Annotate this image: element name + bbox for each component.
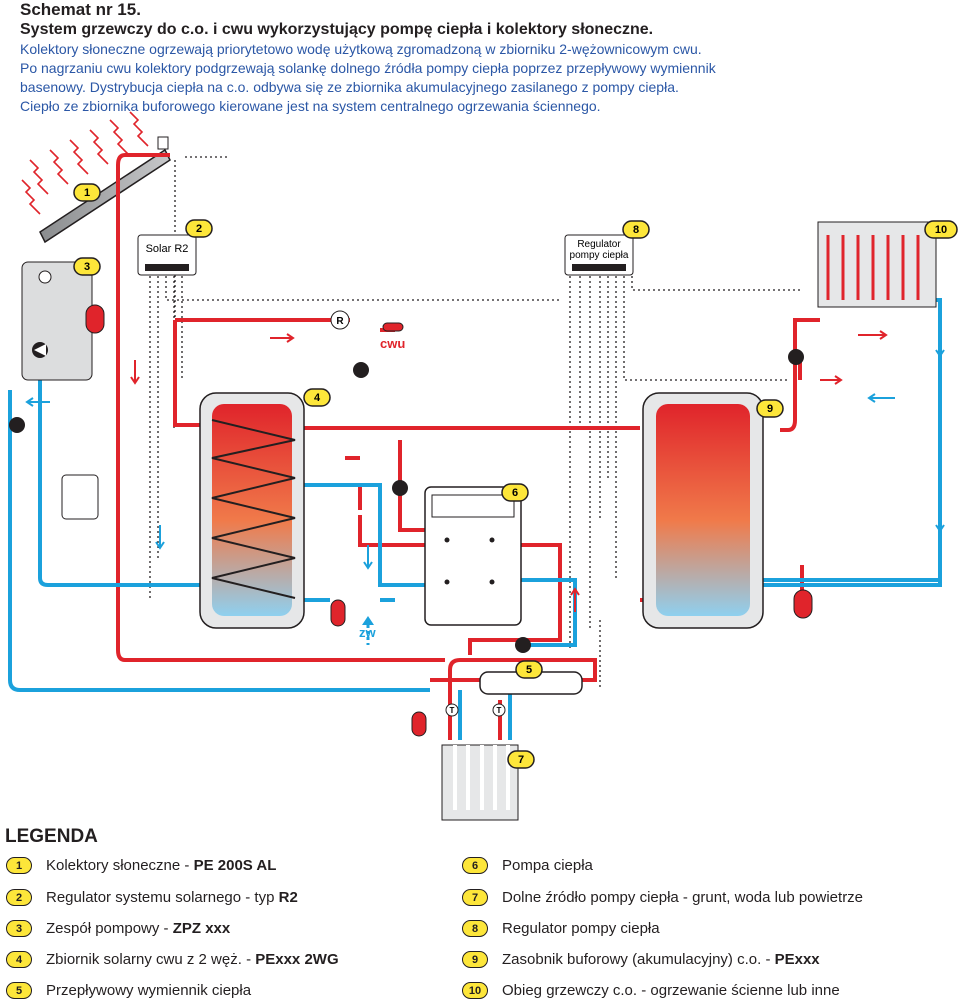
scheme-number: Schemat nr 15. [20,0,141,19]
legend-number: 3 [6,920,32,937]
temperature-sensor-label: T [450,706,455,715]
flow-arrows [25,330,945,612]
legend-number: 9 [462,951,488,968]
svg-text:10: 10 [935,224,947,236]
legend-item: 4 Zbiornik solarny cwu z 2 węż. - PExxx … [6,951,339,968]
svg-text:8: 8 [633,224,639,236]
svg-text:3: 3 [84,261,90,273]
hot-water-label: cwu [380,336,405,351]
legend-item: 3 Zespół pompowy - ZPZ xxx [6,920,230,937]
recirculation-label: R [336,316,344,327]
legend-item: 9 Zasobnik buforowy (akumulacyjny) c.o. … [462,951,820,968]
regulator-label-line1: Regulator [577,239,621,250]
legend-text: Obieg grzewczy c.o. - ogrzewanie ścienne… [502,982,840,999]
badge-4: 4 [303,388,331,407]
legend-text: Dolne źródło pompy ciepła - grunt, woda … [502,889,864,906]
pump-group-3 [21,261,105,520]
legend-title: LEGENDA [5,826,98,847]
heat-pump-regulator: Regulator pompy ciepła [564,234,634,276]
temperature-sensor-label: T [497,706,502,715]
legend-number: 7 [462,889,488,906]
legend-number: 1 [6,857,32,874]
scheme-description: Kolektory słoneczne ogrzewają prioryteto… [20,40,950,116]
badge-7: 7 [507,750,535,769]
svg-text:1: 1 [84,187,90,199]
legend-number: 4 [6,951,32,968]
legend-item: 10 Obieg grzewczy c.o. - ogrzewanie ście… [462,982,840,999]
circulation-pumps [9,349,804,653]
badge-3: 3 [73,257,101,276]
legend-item: 6 Pompa ciepła [462,857,593,874]
hot-pipes [116,153,820,740]
legend-text: Regulator systemu solarnego - typ R2 [46,889,298,906]
legend-text: Pompa ciepła [502,857,593,874]
svg-text:7: 7 [518,754,524,766]
system-diagram: Solar R2 Regulator pompy ciepła [8,111,958,821]
svg-text:2: 2 [196,223,202,235]
legend-number: 6 [462,857,488,874]
badge-6: 6 [501,483,529,502]
description-line: Ciepło ze zbiornika buforowego kierowane… [20,98,601,114]
legend-text: Regulator pompy ciepła [502,920,660,937]
badge-2: 2 [185,219,213,238]
solar-controller: Solar R2 [137,234,197,276]
badge-10: 10 [924,220,958,239]
sun-rays [21,111,149,215]
expansion-vessels [330,322,813,737]
legend-item: 7 Dolne źródło pompy ciepła - grunt, wod… [462,889,863,906]
cold-pipes [8,298,942,740]
badge-1: 1 [73,183,101,202]
legend-text: Zasobnik buforowy (akumulacyjny) c.o. - … [502,951,820,968]
legend-text: Kolektory słoneczne - PE 200S AL [46,857,277,874]
sensors: R T T [330,310,506,717]
badge-9: 9 [756,399,784,418]
cold-water-inlet [362,616,374,645]
legend-item: 1 Kolektory słoneczne - PE 200S AL [6,857,276,874]
svg-text:4: 4 [314,392,321,404]
legend-number: 2 [6,889,32,906]
header: Schemat nr 15. System grzewczy do c.o. i… [20,0,950,116]
svg-text:6: 6 [512,487,518,499]
legend-text: Zbiornik solarny cwu z 2 węż. - PExxx 2W… [46,951,339,968]
legend-number: 10 [462,982,488,999]
legend-item: 8 Regulator pompy ciepła [462,920,660,937]
regulator-label-line2: pompy ciepła [570,250,629,261]
svg-text:9: 9 [767,403,773,415]
legend-item: 5 Przepływowy wymiennik ciepła [6,982,251,999]
heat-pump [424,486,522,626]
cold-water-label: zw [359,625,377,640]
legend-item: 2 Regulator systemu solarnego - typ R2 [6,889,298,906]
svg-text:5: 5 [526,664,532,676]
buffer-tank [642,392,764,629]
wall-heating [817,221,937,308]
ground-source [441,744,519,821]
description-line: Kolektory słoneczne ogrzewają prioryteto… [20,41,702,57]
legend-text: Przepływowy wymiennik ciepła [46,982,252,999]
description-line: basenowy. Dystrybucja ciepła na c.o. odb… [20,79,679,95]
description-line: Po nagrzaniu cwu kolektory podgrzewają s… [20,60,716,76]
solar-collector [39,136,171,244]
component-badges: 1 2 3 4 5 6 7 8 9 10 [73,183,958,769]
badge-5: 5 [515,660,543,679]
solar-tank [199,392,305,629]
scheme-title: System grzewczy do c.o. i cwu wykorzystu… [20,21,654,38]
solar-controller-label: Solar R2 [146,243,189,255]
badge-8: 8 [622,220,650,239]
legend-text: Zespół pompowy - ZPZ xxx [46,920,231,937]
legend-number: 5 [6,982,32,999]
legend-number: 8 [462,920,488,937]
